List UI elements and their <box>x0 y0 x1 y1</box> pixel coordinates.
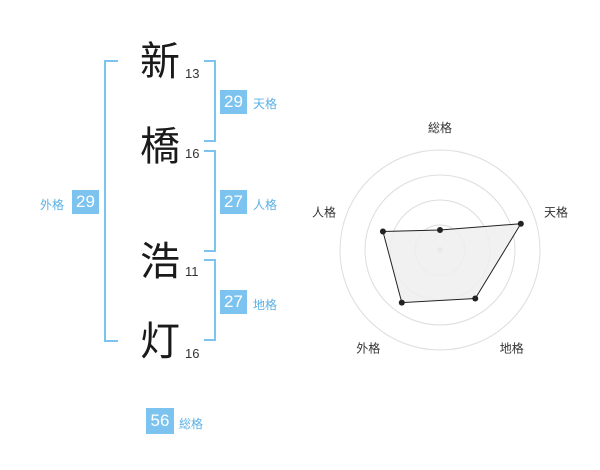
radar-point-3 <box>398 299 405 306</box>
radar-point-2 <box>472 295 479 302</box>
chikaku-score: 27 <box>220 290 247 314</box>
jinkaku-label: 人格 <box>253 198 278 212</box>
radar-axis-label-3: 外格 <box>356 341 380 356</box>
name-char-3: 浩 <box>140 239 180 285</box>
tenkaku-bracket <box>204 60 216 142</box>
tenkaku-label: 天格 <box>253 97 278 111</box>
soukaku-score: 56 <box>146 408 174 434</box>
name-char-2: 橋 <box>140 124 180 170</box>
stroke-count-2: 16 <box>185 146 200 161</box>
radar-ring <box>339 149 541 351</box>
stroke-count-4: 16 <box>185 346 200 361</box>
gaikaku-bracket <box>104 60 118 342</box>
stroke-count-3: 11 <box>185 264 199 279</box>
radar-point-1 <box>517 220 524 227</box>
name-char-4: 灯 <box>140 319 180 365</box>
chikaku-label: 地格 <box>253 298 278 312</box>
radar-axis-label-4: 人格 <box>312 204 336 219</box>
radar-series-polygon <box>382 223 522 304</box>
radar-ring <box>364 174 516 326</box>
stroke-count-1: 13 <box>185 66 200 81</box>
jinkaku-score: 27 <box>220 190 247 214</box>
jinkaku-bracket <box>204 150 216 252</box>
tenkaku-score: 29 <box>220 90 247 114</box>
radar-axis-label-0: 総格 <box>428 120 452 135</box>
gaikaku-score: 29 <box>72 190 99 214</box>
radar-axis-label-2: 地格 <box>500 341 524 356</box>
gaikaku-label: 外格 <box>40 198 65 212</box>
name-char-1: 新 <box>140 39 180 85</box>
radar-point-4 <box>379 228 386 235</box>
radar-axis-label-1: 天格 <box>544 204 568 219</box>
soukaku-label: 総格 <box>179 417 204 431</box>
chikaku-bracket <box>204 259 216 341</box>
radar-point-0 <box>437 227 443 233</box>
